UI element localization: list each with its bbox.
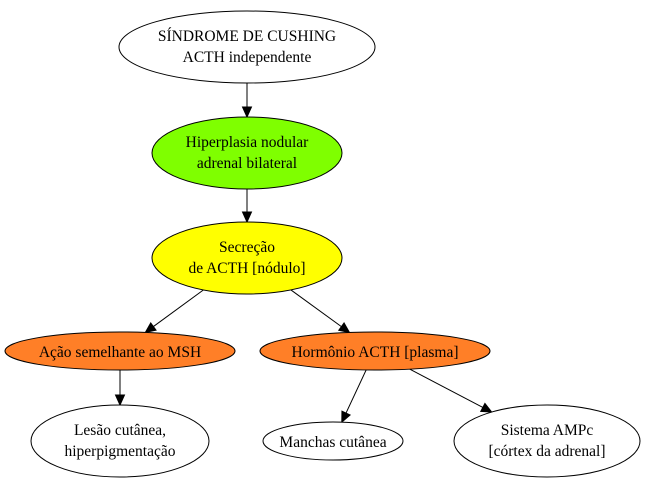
node-ampc: Sistema AMPc [córtex da adrenal]	[453, 404, 641, 478]
arrowhead-icon	[241, 106, 253, 119]
node-secrecao-line-1: Secreção	[219, 239, 275, 256]
node-cushing: SÍNDROME DE CUSHING ACTH independente	[118, 10, 376, 84]
node-msh-line-1: Ação semelhante ao MSH	[39, 344, 201, 361]
node-manchas: Manchas cutânea	[262, 421, 404, 461]
node-msh: Ação semelhante ao MSH	[4, 331, 236, 371]
edge-line	[409, 368, 484, 408]
node-hiperplasia-line-2: adrenal bilateral	[197, 155, 297, 172]
edge-secrecao-to-hormonio	[290, 289, 351, 334]
edge-line	[345, 369, 367, 414]
edge-line	[290, 289, 342, 327]
node-secrecao: Secreção de ACTH [nódulo]	[151, 221, 343, 295]
node-lesao-line-2: hiperpigmentação	[64, 443, 175, 460]
arrowhead-icon	[241, 211, 253, 224]
arrowhead-icon	[341, 410, 352, 424]
edges-layer	[114, 83, 493, 424]
edge-hormonio-to-ampc	[409, 368, 493, 413]
node-ampc-line-1: Sistema AMPc	[501, 422, 594, 439]
edge-hiperplasia-to-secrecao	[241, 189, 253, 224]
edge-msh-to-lesao	[114, 370, 126, 407]
edge-hormonio-to-manchas	[341, 369, 367, 424]
edge-cushing-to-hiperplasia	[241, 83, 253, 119]
node-hiperplasia-line-1: Hiperplasia nodular	[186, 134, 310, 151]
node-hormonio-line-1: Hormônio ACTH [plasma]	[291, 344, 458, 361]
node-cushing-line-1: SÍNDROME DE CUSHING	[158, 28, 336, 45]
arrowhead-icon	[337, 322, 351, 334]
node-hiperplasia: Hiperplasia nodular adrenal bilateral	[151, 116, 343, 190]
node-lesao: Lesão cutânea, hiperpigmentação	[30, 404, 210, 478]
node-manchas-line-1: Manchas cutânea	[279, 434, 386, 451]
arrowhead-icon	[114, 394, 126, 407]
arrowhead-icon	[479, 402, 493, 413]
node-lesao-line-1: Lesão cutânea,	[74, 422, 166, 439]
edge-line	[153, 289, 204, 327]
node-secrecao-line-2: de ACTH [nódulo]	[188, 260, 305, 277]
arrowhead-icon	[144, 322, 157, 334]
edge-secrecao-to-msh	[144, 289, 204, 334]
node-hormonio: Hormônio ACTH [plasma]	[259, 331, 491, 371]
node-ampc-line-2: [córtex da adrenal]	[488, 443, 605, 460]
node-cushing-line-2: ACTH independente	[183, 49, 312, 66]
